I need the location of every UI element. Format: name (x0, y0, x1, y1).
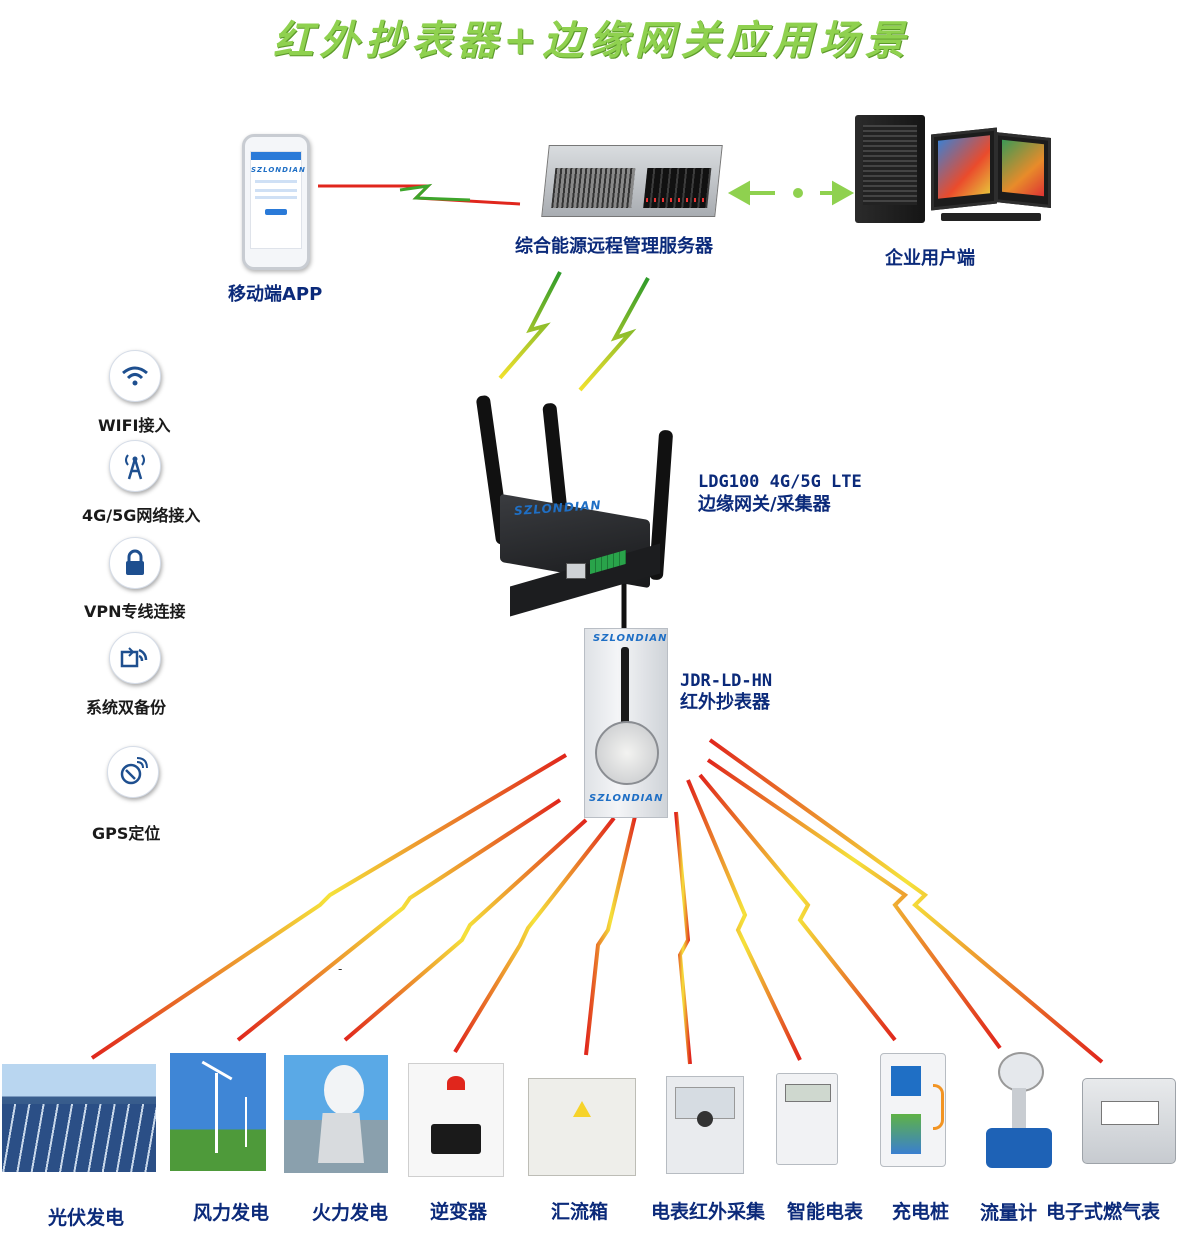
feature-label: GPS定位 (92, 824, 161, 843)
app-label: 移动端APP (228, 284, 323, 305)
enterprise-label: 企业用户端 (885, 248, 975, 269)
meter-reader-label-line2: 红外抄表器 (680, 692, 770, 713)
server-gateway-link-1 (498, 271, 562, 380)
feature-label: 系统双备份 (86, 698, 167, 717)
meter-ir-collection-image (666, 1076, 744, 1174)
device-label: 充电桩 (892, 1201, 950, 1223)
reader-brand-logo-top: SZLONDIAN (593, 633, 668, 644)
device-label: 电表红外采集 (651, 1201, 766, 1223)
server-enterprise-link (727, 180, 855, 206)
device-label: 光伏发电 (48, 1207, 125, 1229)
mobile-phone-image: SZLONDIAN (242, 134, 310, 270)
device-label: 流量计 (980, 1202, 1038, 1224)
thermal-power-image (284, 1055, 388, 1173)
gateway-device-image: SZLONDIAN (475, 394, 680, 617)
feature-label: WIFI接入 (98, 416, 171, 435)
app-brand-logo: SZLONDIAN (251, 166, 306, 174)
inverter-image (408, 1063, 504, 1177)
device-label: 逆变器 (430, 1201, 488, 1223)
gateway-label-line2: 边缘网关/采集器 (698, 494, 831, 515)
device-label: 智能电表 (787, 1201, 864, 1223)
smart-meter-image (776, 1073, 838, 1165)
gateway-label-line1: LDG100 4G/5G LTE (698, 472, 862, 492)
server-label: 综合能源远程管理服务器 (515, 236, 713, 257)
satellite-icon (107, 746, 159, 798)
antenna-icon (109, 440, 161, 492)
backup-icon (109, 632, 161, 684)
meter-reader-label-line1: JDR-LD-HN (680, 671, 773, 691)
flowmeter-image (986, 1052, 1052, 1170)
device-label: 风力发电 (193, 1202, 270, 1224)
device-label: 汇流箱 (551, 1201, 609, 1223)
wind-power-image (170, 1053, 266, 1171)
server-image (541, 145, 723, 217)
wifi-icon (109, 350, 161, 402)
enterprise-workstation-image (855, 115, 1051, 225)
feature-label: VPN专线连接 (84, 602, 186, 621)
reader-brand-logo-bottom: SZLONDIAN (589, 793, 664, 804)
device-label: 电子式燃气表 (1046, 1201, 1161, 1223)
server-gateway-link-2 (578, 277, 650, 392)
lock-icon (109, 537, 161, 589)
reader-device-links (90, 738, 1104, 1065)
combiner-box-image (528, 1078, 636, 1176)
meter-reader-image: SZLONDIAN SZLONDIAN (584, 628, 668, 818)
device-label: 火力发电 (312, 1202, 389, 1224)
gas-meter-image (1082, 1078, 1176, 1164)
page-title: 红外抄表器+边缘网关应用场景 (273, 17, 911, 64)
charging-pile-image (880, 1053, 946, 1167)
svg-text:-: - (338, 962, 342, 976)
solar-pv-image (2, 1064, 156, 1172)
feature-label: 4G/5G网络接入 (82, 506, 201, 525)
